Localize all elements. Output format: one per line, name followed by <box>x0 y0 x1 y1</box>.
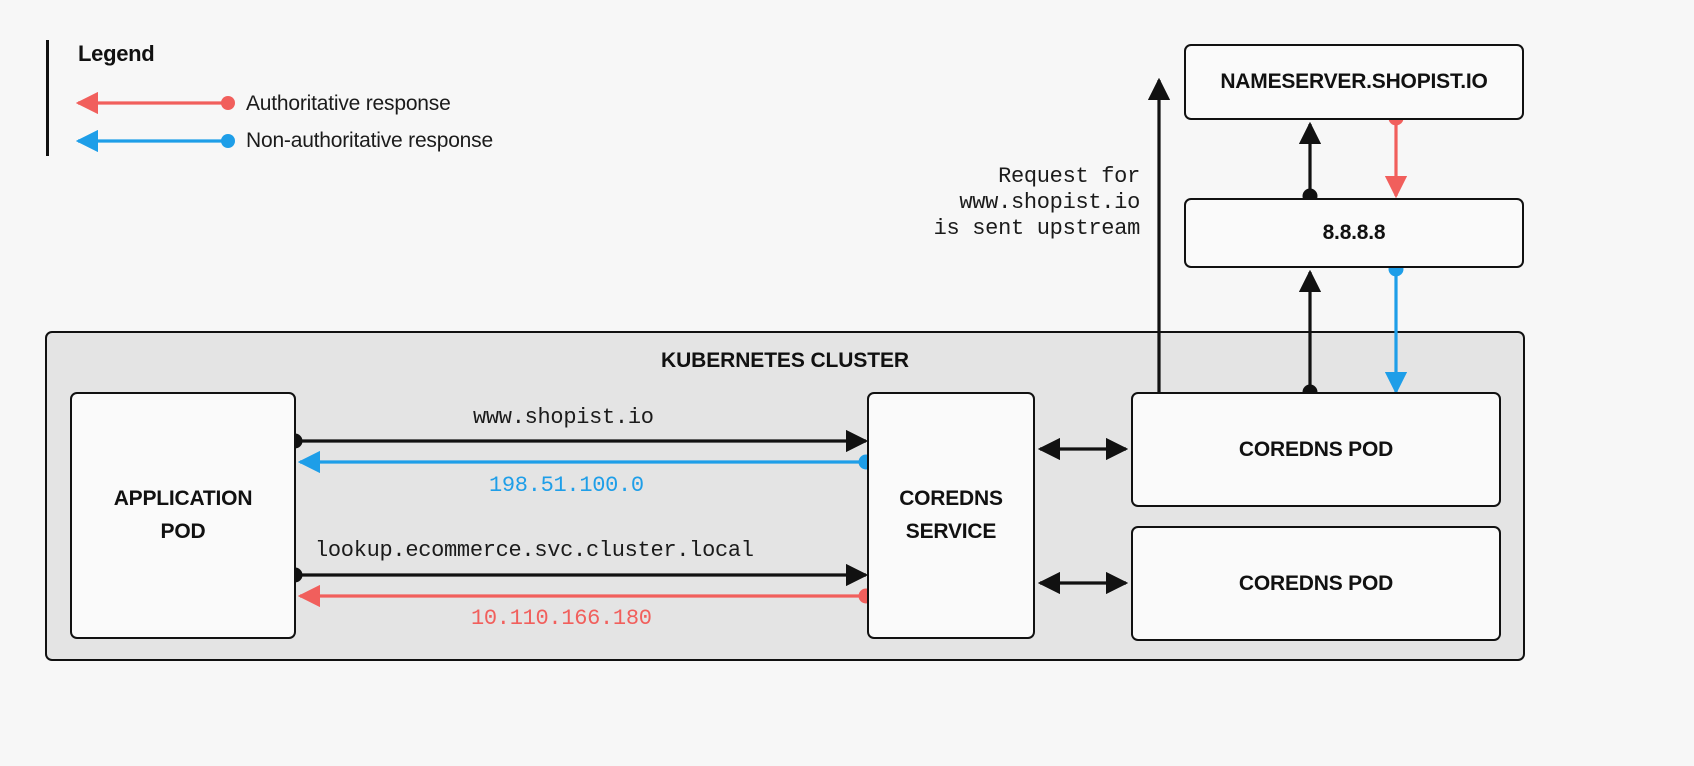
node-coredns-pod-2[interactable]: COREDNS POD <box>1131 526 1501 641</box>
connector-response-non-authoritative <box>297 450 874 474</box>
legend-accent-bar <box>46 40 49 156</box>
connector-query-external <box>287 429 869 453</box>
connector-resolver-to-nameserver <box>1298 121 1322 204</box>
connector-query-internal <box>287 563 869 587</box>
node-coredns-pod-1[interactable]: COREDNS POD <box>1131 392 1501 507</box>
legend-label-non-authoritative: Non-authoritative response <box>246 129 493 152</box>
connector-nameserver-authoritative-response <box>1384 110 1408 199</box>
legend-sample-non-authoritative <box>75 129 235 153</box>
kubernetes-cluster-title: KUBERNETES CLUSTER <box>661 349 909 372</box>
node-public-resolver-8888[interactable]: 8.8.8.8 <box>1184 198 1524 268</box>
legend-label-authoritative: Authoritative response <box>246 92 451 115</box>
connector-resolver-non-authoritative-response <box>1384 261 1408 395</box>
connector-pod-to-resolver <box>1298 269 1322 400</box>
label-response-10-110-166-180: 10.110.166.180 <box>471 606 652 631</box>
legend-sample-authoritative <box>75 91 235 115</box>
legend-title: Legend <box>78 41 155 66</box>
node-coredns-service[interactable]: COREDNS SERVICE <box>867 392 1035 639</box>
node-application-pod[interactable]: APPLICATION POD <box>70 392 296 639</box>
label-query-www-shopist-io: www.shopist.io <box>473 405 654 430</box>
label-response-198-51-100-0: 198.51.100.0 <box>489 473 644 498</box>
connector-response-authoritative <box>297 584 874 608</box>
label-query-cluster-local: lookup.ecommerce.svc.cluster.local <box>315 538 754 563</box>
node-nameserver-shopist-io[interactable]: NAMESERVER.SHOPIST.IO <box>1184 44 1524 120</box>
label-upstream-request-note: Request for www.shopist.io is sent upstr… <box>933 164 1141 241</box>
